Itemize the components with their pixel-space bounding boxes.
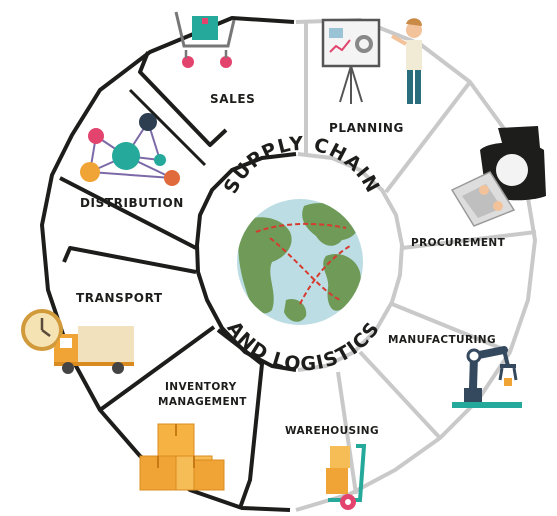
hand-truck-icon [326,444,367,510]
label-inventory-line1: INVENTORY [165,381,237,393]
shopping-cart-icon [174,11,236,68]
label-manufacturing: MANUFACTURING [388,334,496,346]
label-procurement: PROCUREMENT [411,237,506,249]
label-planning: PLANNING [329,121,404,135]
clock-icon [21,309,63,351]
delivery-truck-icon [54,326,134,374]
divider-line [128,88,207,167]
presentation-board-icon [321,18,422,104]
label-warehousing: WAREHOUSING [285,425,379,437]
laptop-worker-icon [450,126,546,227]
network-nodes-icon [80,113,180,186]
stacked-boxes-icon [139,423,225,491]
ring-light-half [295,18,537,512]
robot-arm-icon [452,346,522,408]
center-title-top: SUPPLY CHAIN [220,133,384,198]
globe-icon [237,199,363,325]
label-sales: SALES [210,92,255,106]
center-title-bottom: AND LOGISTICS [223,317,385,375]
label-transport: TRANSPORT [76,291,163,305]
label-distribution: DISTRIBUTION [80,196,184,210]
label-inventory-line2: MANAGEMENT [158,396,247,408]
